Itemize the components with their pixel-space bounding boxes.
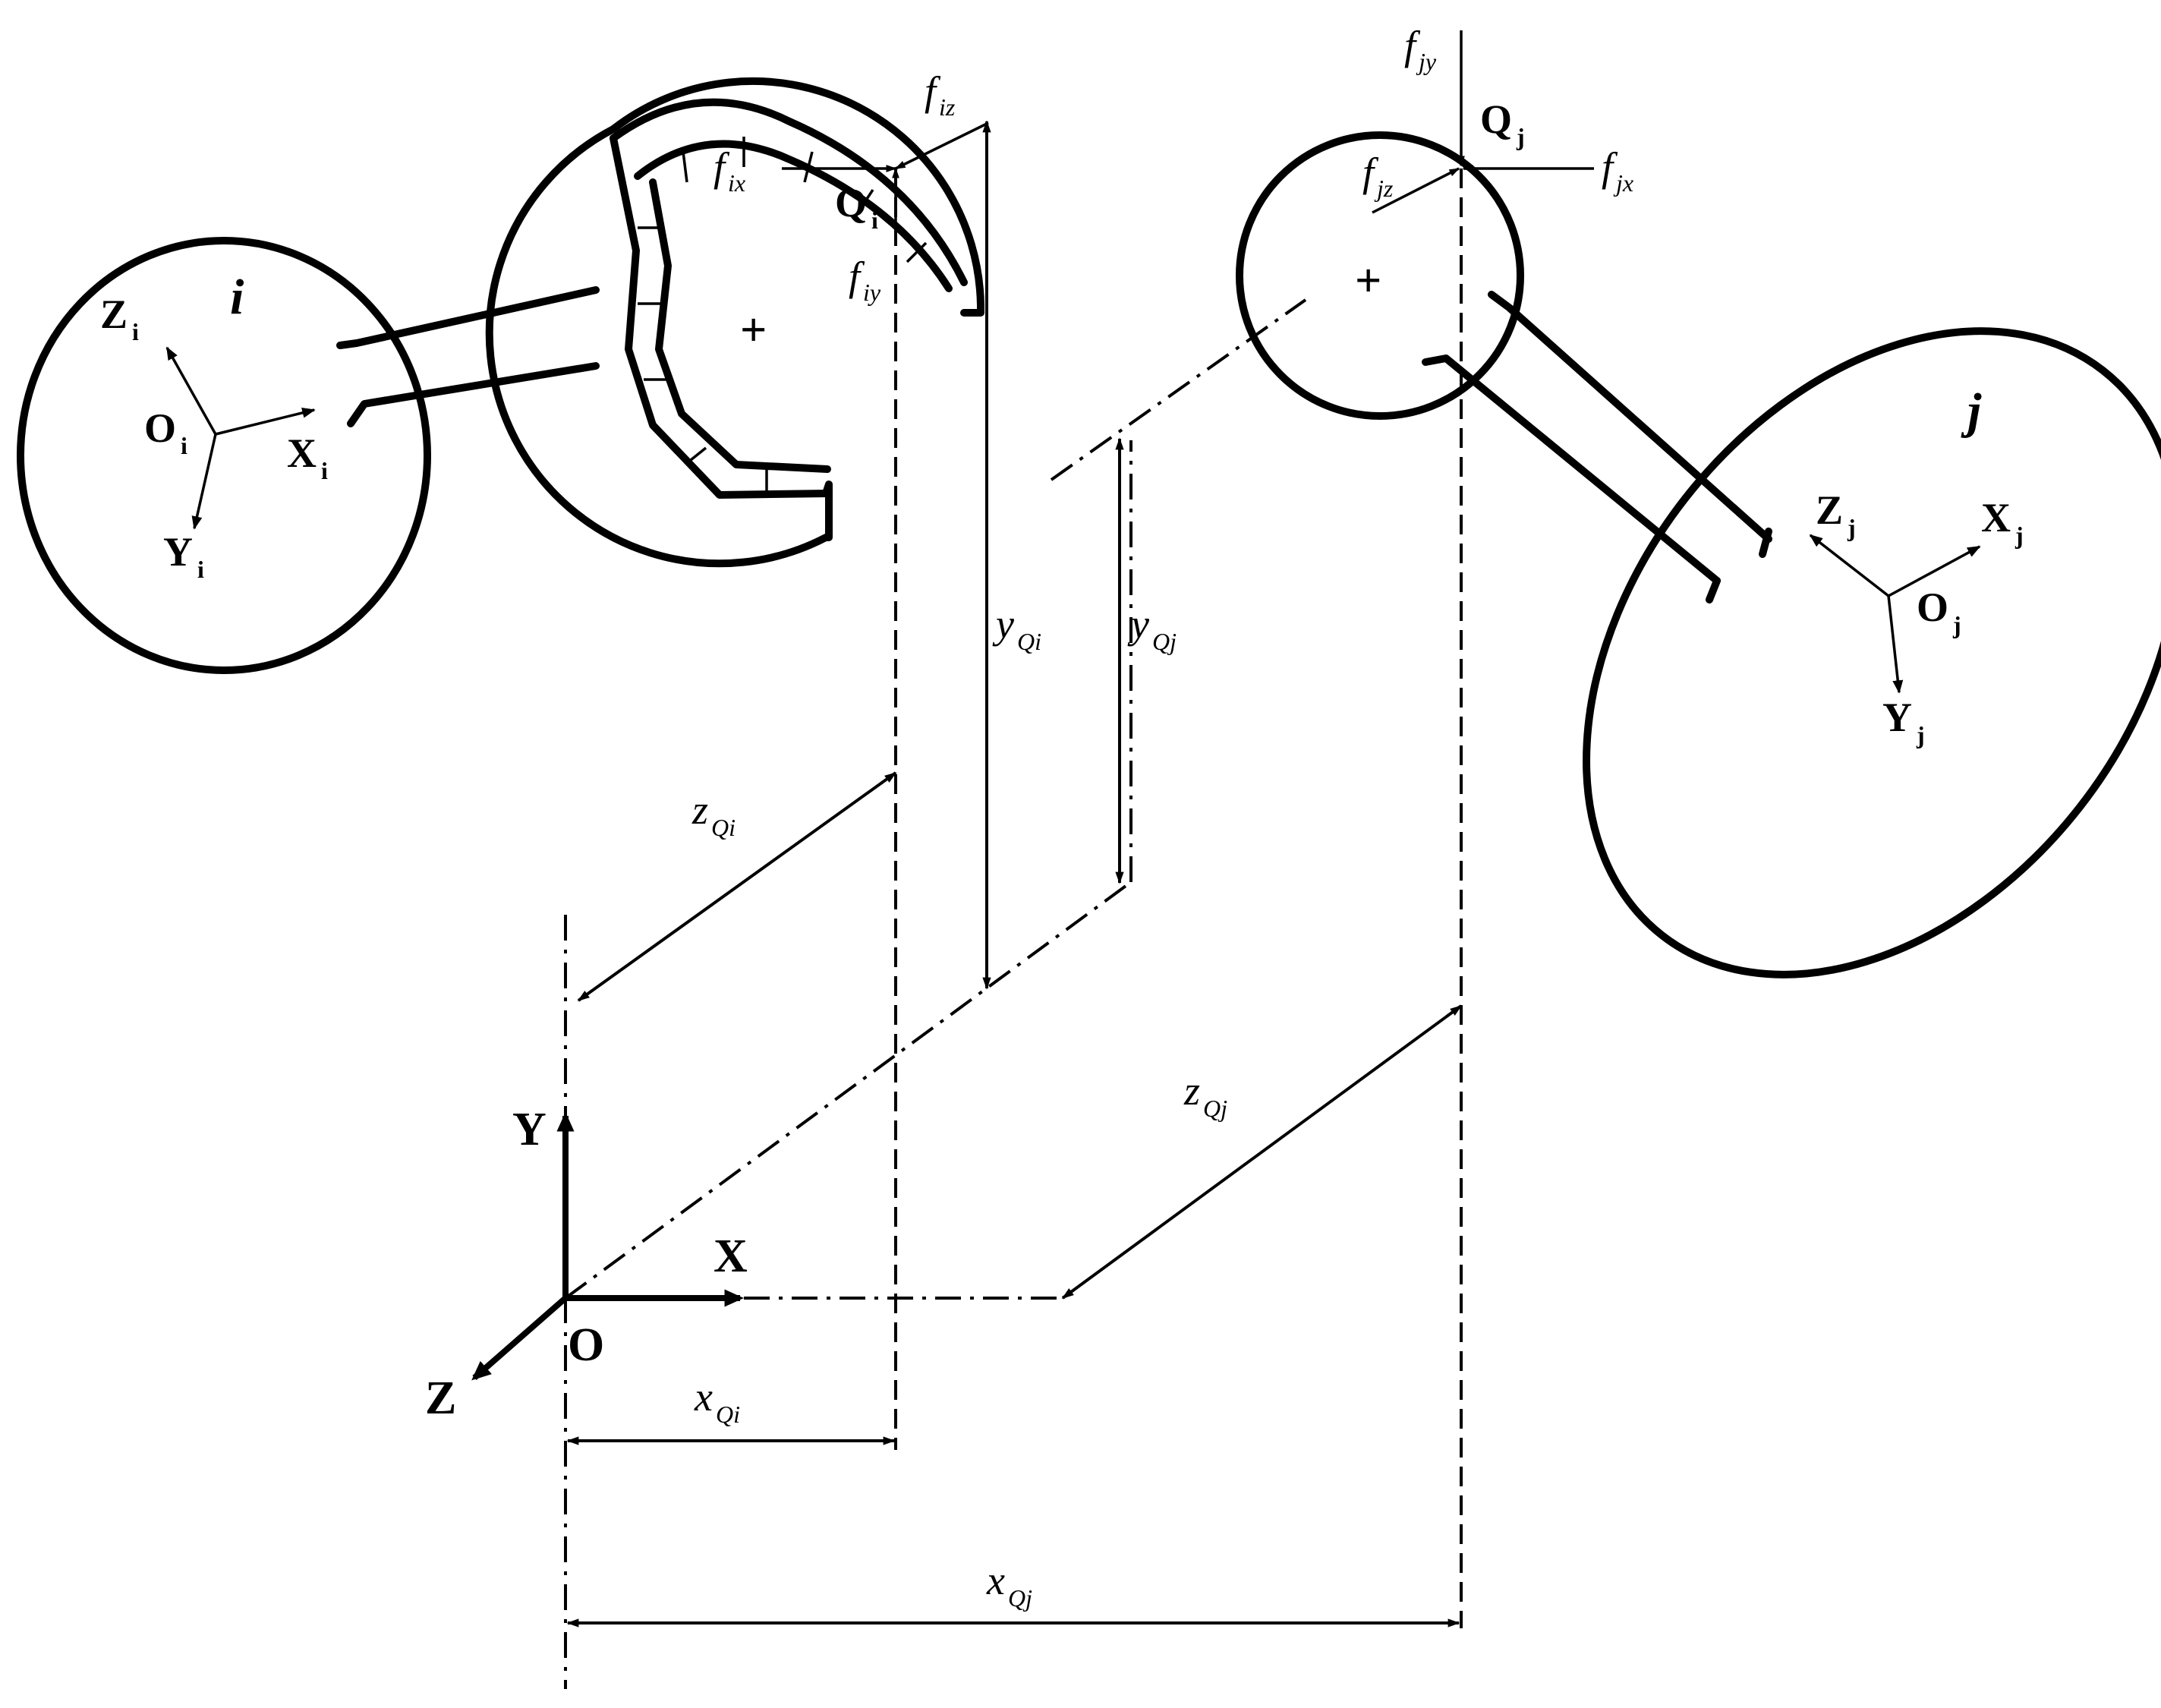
body-i-liner-inner: [610, 134, 833, 499]
body-i-shaft-upper: [336, 286, 600, 349]
body-j-centre-mark: +: [1355, 255, 1381, 307]
body-i-disc: [17, 237, 431, 674]
qj-depth-dashdot-upper: [1050, 298, 1307, 481]
global-y-label: Y: [512, 1104, 547, 1155]
global-z-label: Z: [425, 1372, 456, 1424]
body-j-shaft-lower-end: [1706, 577, 1721, 603]
body-j-shaft-lower: [1422, 355, 1721, 585]
dim-zqj-arrow: [1061, 1004, 1463, 1300]
global-frame: Y X Z O: [425, 1104, 748, 1424]
body-i-liner-outer: [610, 98, 968, 286]
body-j-hub: [1236, 131, 1524, 420]
body-i-centre-mark: +: [740, 304, 767, 356]
frame-j-y-axis: [1887, 595, 1904, 694]
frame-j-z-axis: [1809, 534, 1890, 597]
force-fiz-arrow: [894, 121, 989, 170]
frame-i-z-axis: [165, 346, 217, 435]
z-axis-extension-dashdot: [564, 881, 1132, 1300]
global-x-label: X: [714, 1231, 748, 1282]
body-i-shaft-lower: [347, 362, 600, 427]
projection-lines: [564, 169, 1463, 1689]
body-j-shaft-upper-end: [1759, 528, 1772, 558]
global-z-axis: [471, 1295, 568, 1381]
frame-i-y-axis: [191, 433, 217, 530]
body-i: + i: [17, 77, 984, 674]
body-i-hub-arc: [610, 77, 984, 317]
body-i-liner-hatch: [638, 137, 928, 493]
body-j-disc: [1583, 327, 2161, 978]
body-i-label: i: [230, 269, 244, 325]
global-origin-label: O: [568, 1319, 604, 1371]
force-fjz-arrow: [1372, 167, 1460, 214]
frame-i-x-axis: [215, 407, 316, 436]
dim-zqi-arrow: [577, 771, 897, 1002]
body-i-liner-inner3: [649, 178, 831, 473]
body-j-label: j: [1961, 383, 1982, 439]
frame-j-x-axis: [1888, 545, 1981, 597]
body-i-liner-inner2: [634, 140, 953, 292]
body-j: + j: [1236, 131, 2161, 978]
body-j-shaft-upper: [1488, 291, 1772, 543]
body-i-hub: [485, 125, 833, 568]
